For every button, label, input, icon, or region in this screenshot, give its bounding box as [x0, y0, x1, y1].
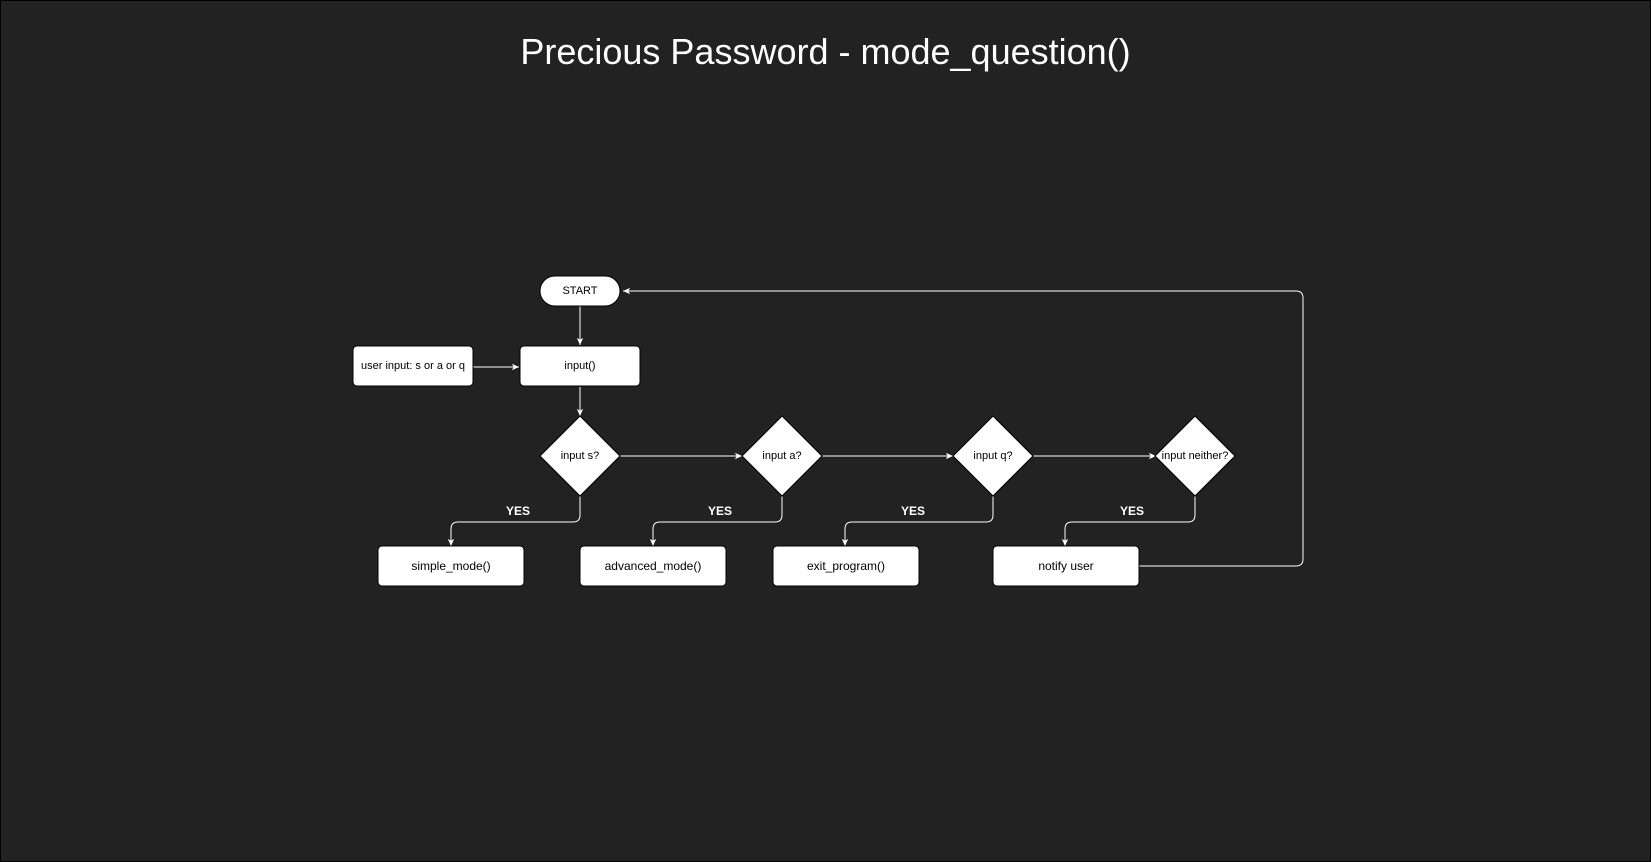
decision-input-q-label: input q? — [973, 450, 1012, 462]
notify-user-node[interactable] — [992, 545, 1140, 587]
exit-program-node[interactable] — [772, 545, 920, 587]
user-input-label: user input: s or a or q — [361, 360, 465, 372]
edge-notify-to-start — [623, 287, 1304, 567]
decision-input-a[interactable] — [741, 415, 823, 497]
exit-program-label: exit_program() — [807, 559, 885, 573]
notify-user-label: notify user — [1038, 559, 1093, 573]
decision-input-neither-label: input neither? — [1162, 450, 1229, 462]
edge-neither-yes — [1061, 496, 1196, 546]
diagram-title: Precious Password - mode_question() — [520, 31, 1131, 72]
yes-label-q: YES — [901, 504, 925, 518]
start-terminator[interactable] — [539, 275, 621, 307]
user-input-node[interactable] — [352, 345, 474, 387]
decision-input-s[interactable] — [539, 415, 621, 497]
start-label: START — [562, 285, 597, 297]
advanced-mode-label: advanced_mode() — [605, 559, 702, 573]
yes-label-a: YES — [708, 504, 732, 518]
edge-s-yes — [447, 496, 581, 546]
yes-label-neither: YES — [1120, 504, 1144, 518]
simple-mode-label: simple_mode() — [411, 559, 490, 573]
decision-input-s-label: input s? — [561, 450, 600, 462]
yes-label-s: YES — [506, 504, 530, 518]
decision-input-q[interactable] — [952, 415, 1034, 497]
edge-q-yes — [841, 496, 994, 546]
input-call-node[interactable] — [519, 345, 641, 387]
decision-input-a-label: input a? — [762, 450, 801, 462]
decision-input-neither[interactable] — [1154, 415, 1236, 497]
simple-mode-node[interactable] — [377, 545, 525, 587]
input-call-label: input() — [564, 360, 595, 372]
edge-a-yes — [649, 496, 783, 546]
advanced-mode-node[interactable] — [579, 545, 727, 587]
